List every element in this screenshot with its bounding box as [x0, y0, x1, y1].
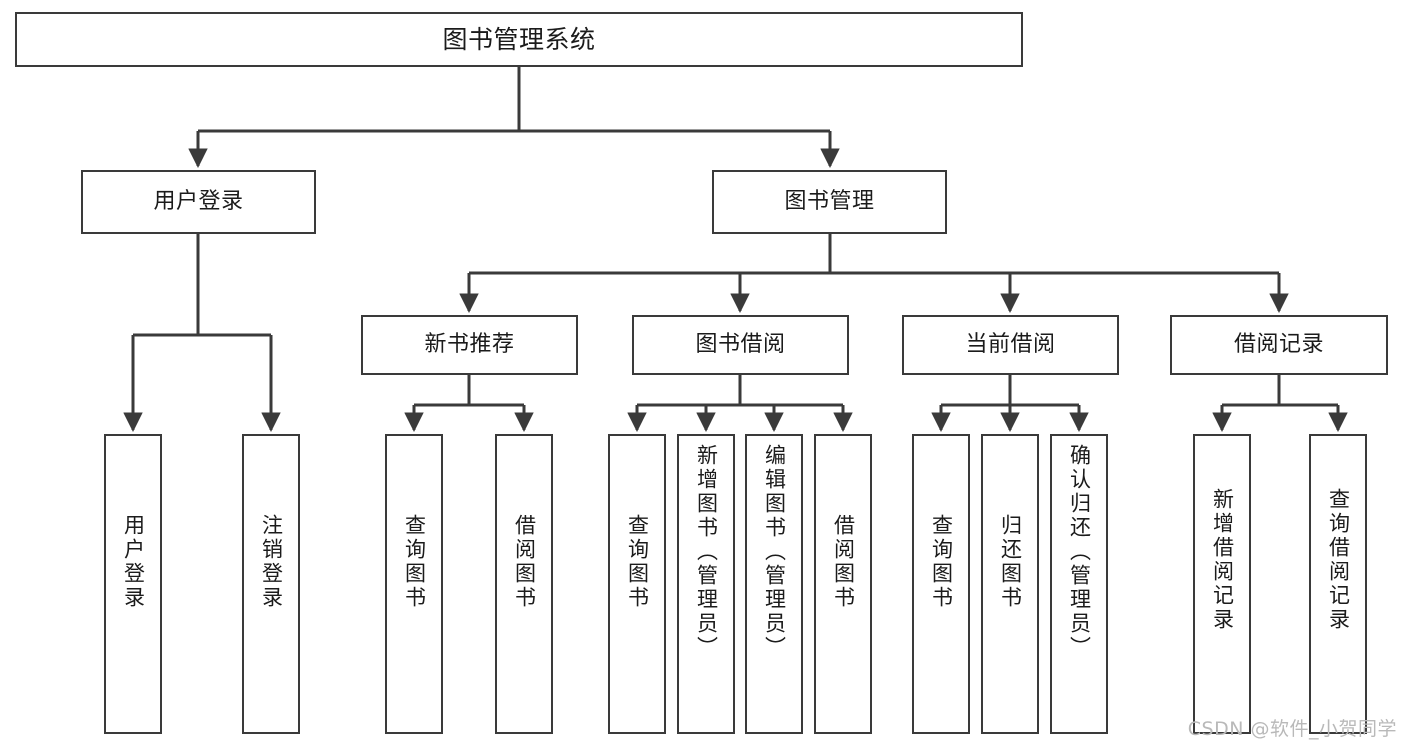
node-new-book-recommend[interactable]: 新书推荐: [361, 315, 578, 375]
node-label: 借阅记录: [1233, 331, 1324, 357]
leaf-label: 新增借阅记录: [1210, 488, 1235, 632]
leaf-new-book-borrow-books[interactable]: 借阅图书: [495, 434, 553, 734]
node-label: 图书管理: [784, 188, 875, 214]
leaf-borrow-record-query-record[interactable]: 查询借阅记录: [1309, 434, 1367, 734]
node-user-login[interactable]: 用户登录: [81, 170, 316, 234]
leaf-label: 归还图书: [998, 514, 1023, 610]
leaf-label: 借阅图书: [831, 514, 856, 610]
leaf-current-borrow-query-books[interactable]: 查询图书: [912, 434, 970, 734]
node-label: 图书管理系统: [442, 24, 596, 54]
leaf-book-borrow-add-book-admin[interactable]: 新增图书（管理员）: [677, 434, 735, 734]
leaf-user-login-logout[interactable]: 注销登录: [242, 434, 300, 734]
node-root-book-management-system[interactable]: 图书管理系统: [15, 12, 1023, 67]
leaf-book-borrow-edit-book-admin[interactable]: 编辑图书（管理员）: [745, 434, 803, 734]
node-label: 用户登录: [153, 188, 244, 214]
node-label: 新书推荐: [424, 331, 515, 357]
leaf-label: 注销登录: [259, 514, 284, 610]
leaf-label: 确认归还（管理员）: [1067, 444, 1092, 660]
node-borrow-record[interactable]: 借阅记录: [1170, 315, 1388, 375]
leaf-user-login-login[interactable]: 用户登录: [104, 434, 162, 734]
leaf-borrow-record-add-record[interactable]: 新增借阅记录: [1193, 434, 1251, 734]
node-current-borrow[interactable]: 当前借阅: [902, 315, 1119, 375]
leaf-book-borrow-borrow-books[interactable]: 借阅图书: [814, 434, 872, 734]
node-book-management[interactable]: 图书管理: [712, 170, 947, 234]
leaf-label: 查询图书: [625, 514, 650, 610]
leaf-label: 新增图书（管理员）: [694, 444, 719, 660]
leaf-current-borrow-return-books[interactable]: 归还图书: [981, 434, 1039, 734]
leaf-label: 借阅图书: [512, 514, 537, 610]
leaf-label: 查询图书: [929, 514, 954, 610]
leaf-label: 编辑图书（管理员）: [762, 444, 787, 660]
leaf-book-borrow-query-books[interactable]: 查询图书: [608, 434, 666, 734]
leaf-current-borrow-confirm-return-admin[interactable]: 确认归还（管理员）: [1050, 434, 1108, 734]
leaf-new-book-query-books[interactable]: 查询图书: [385, 434, 443, 734]
leaf-label: 用户登录: [121, 514, 146, 610]
node-label: 图书借阅: [695, 331, 786, 357]
node-label: 当前借阅: [965, 331, 1056, 357]
csdn-watermark: CSDN @软件_小贺同学: [1187, 718, 1397, 740]
leaf-label: 查询图书: [402, 514, 427, 610]
node-book-borrow[interactable]: 图书借阅: [632, 315, 849, 375]
leaf-label: 查询借阅记录: [1326, 488, 1351, 632]
